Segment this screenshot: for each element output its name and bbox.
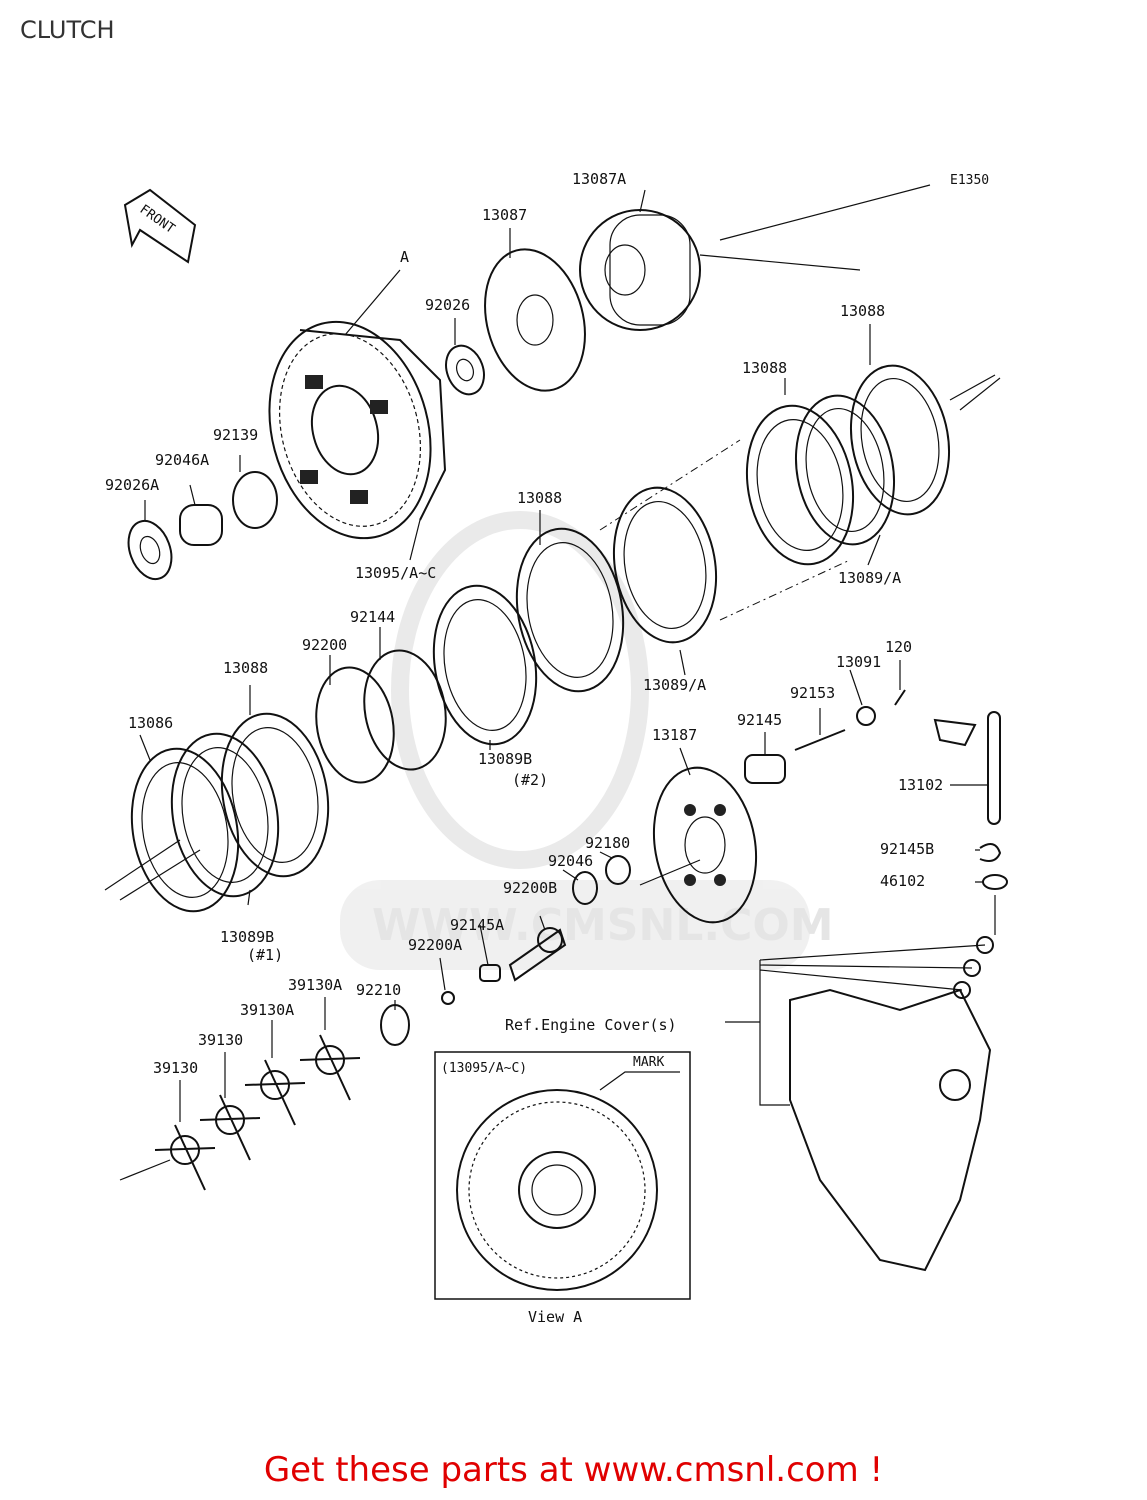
footer-parts-link[interactable]: Get these parts at www.cmsnl.com ! <box>263 1450 884 1490</box>
label-92180: 92180 <box>585 834 630 852</box>
label-92145: 92145 <box>737 711 782 729</box>
label-92145B: 92145B <box>880 840 934 858</box>
watermark-text: WWW.CMSNL.COM <box>372 900 834 951</box>
label-13089A-b: 13089/A <box>643 676 706 694</box>
label-13089B-1: 13089B <box>220 928 274 946</box>
label-92200B: 46102 <box>880 872 925 890</box>
label-92200A: 92200A <box>408 936 462 954</box>
lockplates <box>154 1034 361 1191</box>
view-a-box <box>434 1051 691 1300</box>
label-13091: 13091 <box>836 653 881 671</box>
label-13088-a: 13088 <box>840 302 885 320</box>
view-a-mark-label: MARK <box>633 1055 664 1070</box>
label-13089B-2: 13089B <box>478 750 532 768</box>
diagram-code: E1350 <box>950 173 989 188</box>
label-A: A <box>400 248 409 266</box>
view-a-part-label: (13095/A~C) <box>441 1061 527 1076</box>
label-13088-d: 13088 <box>223 659 268 677</box>
label-92046A: 92046A <box>155 451 209 469</box>
label-13088-c: 13088 <box>517 489 562 507</box>
label-13086: 13086 <box>128 714 173 732</box>
label-13089A-a: 13089/A <box>838 569 901 587</box>
label-13102: 13102 <box>898 776 943 794</box>
label-13088-b: 13088 <box>742 359 787 377</box>
label-120: 120 <box>885 638 912 656</box>
front-arrow-icon: FRONT <box>123 188 197 264</box>
label-ref-engine-cover: Ref.Engine Cover(s) <box>505 1016 677 1034</box>
label-92144: 92144 <box>350 608 395 626</box>
label-92139: 92139 <box>213 426 258 444</box>
label-92046: 92046 <box>548 852 593 870</box>
label-no-2: (#2) <box>512 771 548 789</box>
label-92145A: 92145A <box>450 916 504 934</box>
label-13087A: 13087A <box>572 170 626 188</box>
label-39130-a: 39130 <box>198 1031 243 1049</box>
engine-cover <box>725 895 996 1272</box>
label-92210: 92210 <box>356 981 401 999</box>
label-39130A-a: 39130A <box>288 976 342 994</box>
label-no-1: (#1) <box>247 946 283 964</box>
clutch-housing <box>268 320 447 540</box>
label-13095: 13095/A~C <box>355 564 436 582</box>
label-39130A-b: 39130A <box>240 1001 294 1019</box>
label-92026A: 92026A <box>105 476 159 494</box>
watermark: WWW.CMSNL.COM <box>340 511 834 970</box>
label-92153: 92153 <box>790 684 835 702</box>
label-39130-b: 39130 <box>153 1059 198 1077</box>
label-13187: 13187 <box>652 726 697 744</box>
label-13087: 13087 <box>482 206 527 224</box>
page-title: CLUTCH <box>20 16 115 44</box>
label-92026: 92026 <box>425 296 470 314</box>
label-46102: 92200B <box>503 879 557 897</box>
view-a-caption: View A <box>528 1308 582 1326</box>
label-92200: 92200 <box>302 636 347 654</box>
